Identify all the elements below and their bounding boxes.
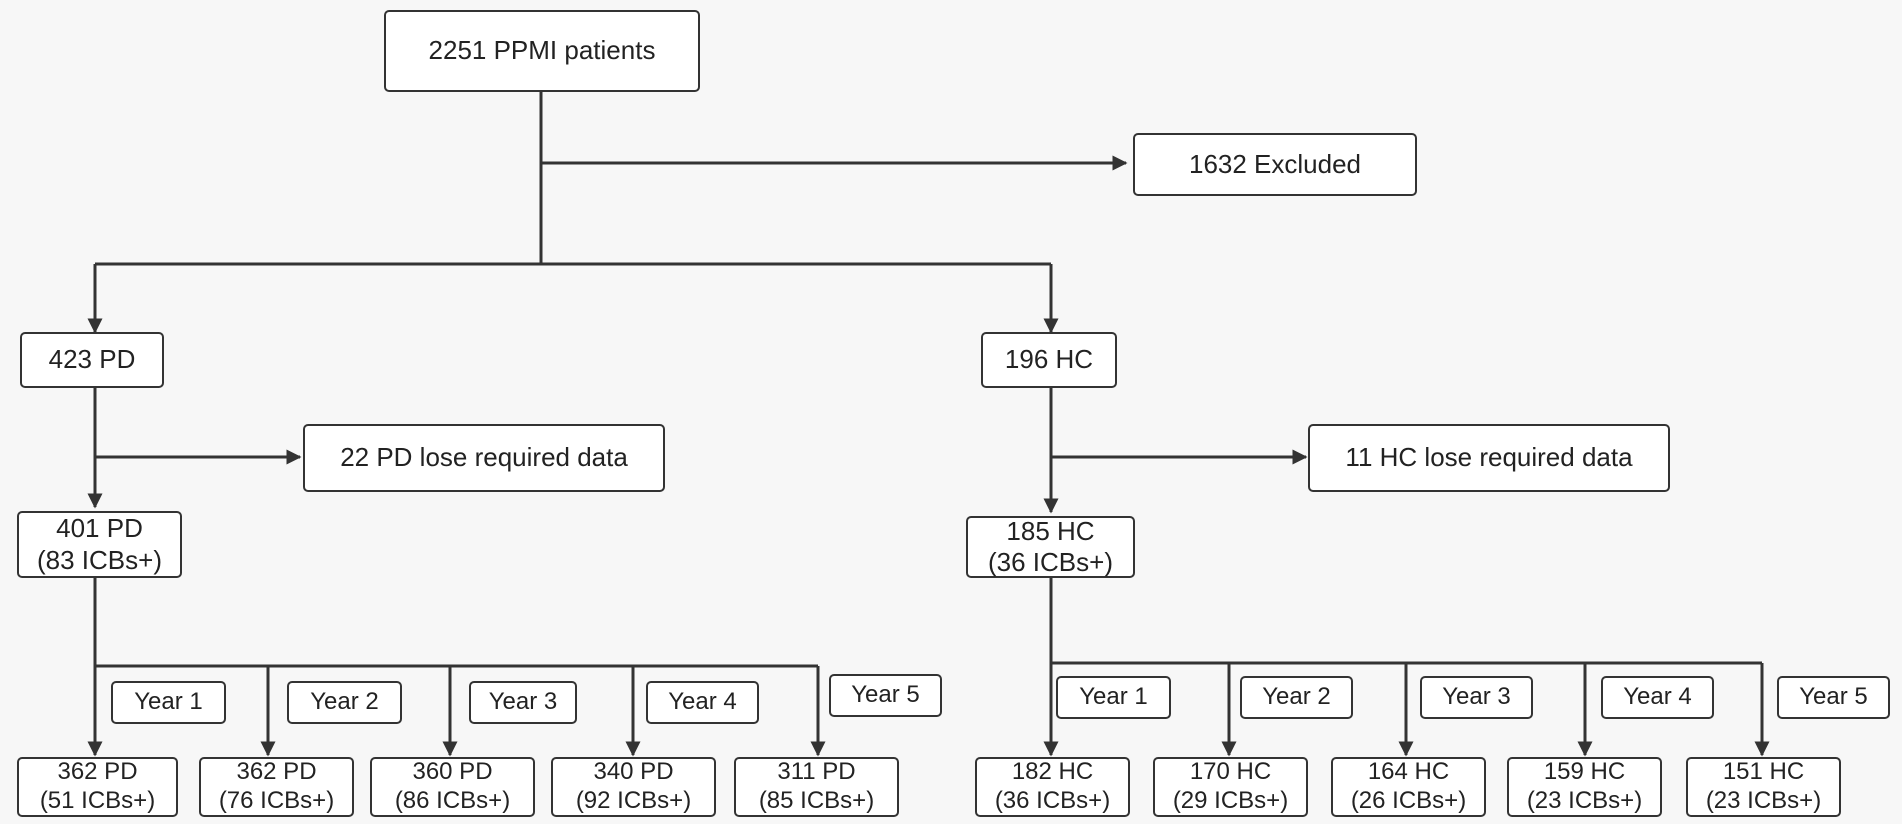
hc-year1-label-box: Year 1 <box>1056 676 1171 719</box>
hc-year2-main: 170 HC <box>1189 758 1272 786</box>
hc-year2-box: 170 HC (29 ICBs+) <box>1153 757 1308 817</box>
hc-year3-label: Year 3 <box>1442 683 1511 711</box>
pd-year1-sub: (51 ICBs+) <box>39 787 156 814</box>
root-box: 2251 PPMI patients <box>384 10 700 92</box>
hc-year4-box: 159 HC (23 ICBs+) <box>1507 757 1662 817</box>
pd-year2-label-box: Year 2 <box>287 681 402 724</box>
pd-year3-sub: (86 ICBs+) <box>394 787 511 814</box>
hc-year1-box: 182 HC (36 ICBs+) <box>975 757 1130 817</box>
hc-year1-main: 182 HC <box>1011 758 1094 786</box>
hc-year5-box: 151 HC (23 ICBs+) <box>1686 757 1841 817</box>
hc-group-label: 196 HC <box>1004 344 1094 375</box>
pd-year5-label: Year 5 <box>851 681 920 709</box>
pd-year4-sub: (92 ICBs+) <box>575 787 692 814</box>
pd-year1-main: 362 PD <box>57 758 138 786</box>
hc-year4-label-box: Year 4 <box>1601 676 1714 719</box>
pd-lost-label: 22 PD lose required data <box>340 442 628 473</box>
pd-group-box: 423 PD <box>20 332 164 388</box>
hc-year5-label-box: Year 5 <box>1777 676 1890 719</box>
pd-year1-label-box: Year 1 <box>111 681 226 724</box>
excluded-label: 1632 Excluded <box>1188 148 1362 179</box>
hc-lost-label: 11 HC lose required data <box>1345 442 1633 473</box>
hc-year5-label: Year 5 <box>1799 683 1868 711</box>
hc-year1-label: Year 1 <box>1079 683 1148 711</box>
pd-year3-label-box: Year 3 <box>469 681 577 724</box>
pd-final-box: 401 PD (83 ICBs+) <box>17 511 182 578</box>
hc-final-main: 185 HC <box>1006 515 1095 546</box>
pd-year3-main: 360 PD <box>412 758 493 786</box>
pd-year3-box: 360 PD (86 ICBs+) <box>370 757 535 817</box>
hc-year3-sub: (26 ICBs+) <box>1350 787 1467 814</box>
pd-year2-sub: (76 ICBs+) <box>218 787 335 814</box>
pd-year1-box: 362 PD (51 ICBs+) <box>17 757 178 817</box>
pd-year2-label: Year 2 <box>310 688 379 716</box>
pd-year5-sub: (85 ICBs+) <box>758 787 875 814</box>
root-label: 2251 PPMI patients <box>428 35 656 66</box>
excluded-box: 1632 Excluded <box>1133 133 1417 196</box>
pd-year3-label: Year 3 <box>488 688 558 716</box>
pd-year4-label-box: Year 4 <box>646 681 759 724</box>
hc-lost-box: 11 HC lose required data <box>1308 424 1670 492</box>
pd-year1-label: Year 1 <box>134 688 203 716</box>
hc-year3-label-box: Year 3 <box>1420 676 1533 719</box>
pd-final-sub: (83 ICBs+) <box>37 544 162 575</box>
pd-year4-main: 340 PD <box>593 758 674 786</box>
pd-year5-main: 311 PD <box>777 758 856 786</box>
hc-year5-main: 151 HC <box>1722 758 1805 786</box>
hc-group-box: 196 HC <box>981 332 1117 388</box>
pd-year4-box: 340 PD (92 ICBs+) <box>551 757 716 817</box>
hc-year4-sub: (23 ICBs+) <box>1526 787 1643 814</box>
pd-final-main: 401 PD <box>56 513 143 544</box>
hc-year3-box: 164 HC (26 ICBs+) <box>1331 757 1486 817</box>
hc-year4-label: Year 4 <box>1623 683 1692 711</box>
pd-lost-box: 22 PD lose required data <box>303 424 665 492</box>
hc-year3-main: 164 HC <box>1367 758 1450 786</box>
hc-year1-sub: (36 ICBs+) <box>994 787 1111 814</box>
pd-year4-label: Year 4 <box>668 688 737 716</box>
hc-year5-sub: (23 ICBs+) <box>1705 787 1822 814</box>
hc-year2-label-box: Year 2 <box>1240 676 1353 719</box>
pd-group-label: 423 PD <box>48 344 136 375</box>
hc-final-box: 185 HC (36 ICBs+) <box>966 516 1135 578</box>
hc-year2-label: Year 2 <box>1262 683 1331 711</box>
hc-year2-sub: (29 ICBs+) <box>1172 787 1289 814</box>
pd-year2-main: 362 PD <box>236 758 317 786</box>
pd-year5-label-box: Year 5 <box>829 674 942 717</box>
pd-year2-box: 362 PD (76 ICBs+) <box>199 757 354 817</box>
hc-year4-main: 159 HC <box>1543 758 1626 786</box>
hc-final-sub: (36 ICBs+) <box>988 547 1113 577</box>
pd-year5-box: 311 PD (85 ICBs+) <box>734 757 899 817</box>
